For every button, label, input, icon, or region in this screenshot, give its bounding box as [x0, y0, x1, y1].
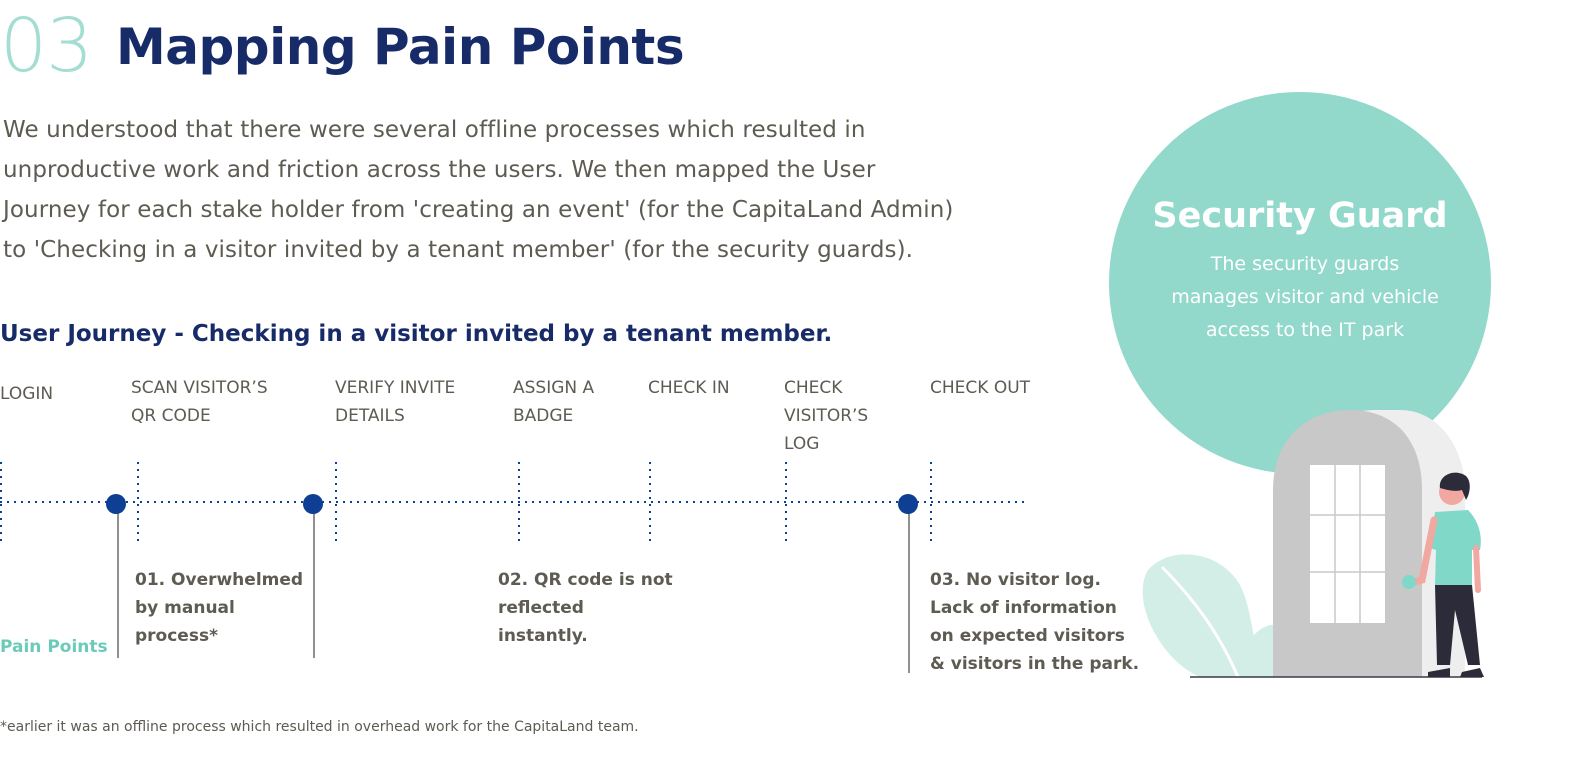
door-window: [1310, 465, 1385, 623]
intro-line: to 'Checking in a visitor invited by a t…: [3, 237, 914, 263]
pain-point-2: 02. QR code is not reflected instantly.: [498, 566, 673, 650]
persona-description-line: access to the IT park: [1205, 319, 1405, 341]
security-guard-illustration: [1109, 92, 1491, 678]
pain-point-line: by manual: [135, 598, 235, 618]
journey-timeline: [0, 462, 1025, 673]
person-arm: [1473, 545, 1481, 593]
step-check-visitor-log: CHECK VISITOR’S LOG: [784, 374, 868, 458]
step-label: LOG: [784, 434, 820, 454]
pain-point-line: on expected visitors: [930, 626, 1125, 646]
persona-circle: [1109, 92, 1491, 474]
step-label: VISITOR’S: [784, 406, 869, 426]
pain-point-line: process*: [135, 626, 218, 646]
pain-marker: [106, 494, 126, 514]
pain-marker: [303, 494, 323, 514]
person-legs: [1435, 585, 1480, 665]
section-number: 03: [0, 3, 93, 89]
person-arm: [1410, 516, 1438, 586]
pain-marker: [898, 494, 918, 514]
intro-line: Journey for each stake holder from 'crea…: [3, 197, 954, 223]
pain-point-line: instantly.: [498, 626, 588, 646]
person-shoe: [1428, 668, 1450, 677]
step-label: CHECK OUT: [930, 378, 1031, 398]
step-label: LOGIN: [0, 384, 54, 404]
pain-point-1: 01. Overwhelmed by manual process*: [135, 566, 303, 650]
step-scan-qr: SCAN VISITOR’S QR CODE: [131, 374, 268, 430]
step-label: BADGE: [513, 406, 574, 426]
step-verify-invite: VERIFY INVITE DETAILS: [335, 374, 455, 430]
pain-point-3: 03. No visitor log. Lack of information …: [930, 566, 1139, 678]
step-label: SCAN VISITOR’S: [131, 378, 268, 398]
page-title: Mapping Pain Points: [116, 18, 685, 76]
plant-stem: [1160, 565, 1240, 678]
user-journey-title: User Journey - Checking in a visitor inv…: [0, 321, 833, 347]
step-label: VERIFY INVITE: [335, 378, 456, 398]
persona-description-line: manages visitor and vehicle: [1171, 286, 1439, 308]
step-assign-badge: ASSIGN A BADGE: [513, 374, 594, 430]
door-handle: [1402, 575, 1416, 589]
step-label: ASSIGN A: [513, 378, 595, 398]
pain-point-line: 01. Overwhelmed: [135, 570, 304, 590]
pain-point-line: reflected: [498, 598, 584, 618]
pain-points-label: Pain Points: [0, 637, 108, 657]
persona-description: The security guards manages visitor and …: [1130, 248, 1480, 347]
step-label: DETAILS: [335, 406, 405, 426]
step-check-out: CHECK OUT: [930, 374, 1030, 402]
step-label: QR CODE: [131, 406, 211, 426]
person-hair: [1439, 472, 1470, 500]
intro-line: We understood that there were several of…: [3, 117, 866, 143]
intro-paragraph: We understood that there were several of…: [3, 110, 963, 270]
footnote: *earlier it was an offline process which…: [0, 719, 639, 735]
pain-point-line: & visitors in the park.: [930, 654, 1140, 674]
persona-description-line: The security guards: [1210, 253, 1400, 275]
persona-title: Security Guard: [1152, 196, 1448, 236]
step-login: LOGIN: [0, 380, 53, 408]
person-shirt: [1430, 510, 1481, 585]
pain-point-line: 03. No visitor log.: [930, 570, 1101, 590]
step-check-in: CHECK IN: [648, 374, 730, 402]
step-label: CHECK IN: [648, 378, 730, 398]
step-label: CHECK: [784, 378, 843, 398]
person-shoe: [1460, 668, 1484, 677]
pain-point-line: Lack of information: [930, 598, 1117, 618]
intro-line: unproductive work and friction across th…: [3, 157, 876, 183]
pain-point-line: 02. QR code is not: [498, 570, 673, 590]
plant-leaf: [1142, 554, 1270, 677]
